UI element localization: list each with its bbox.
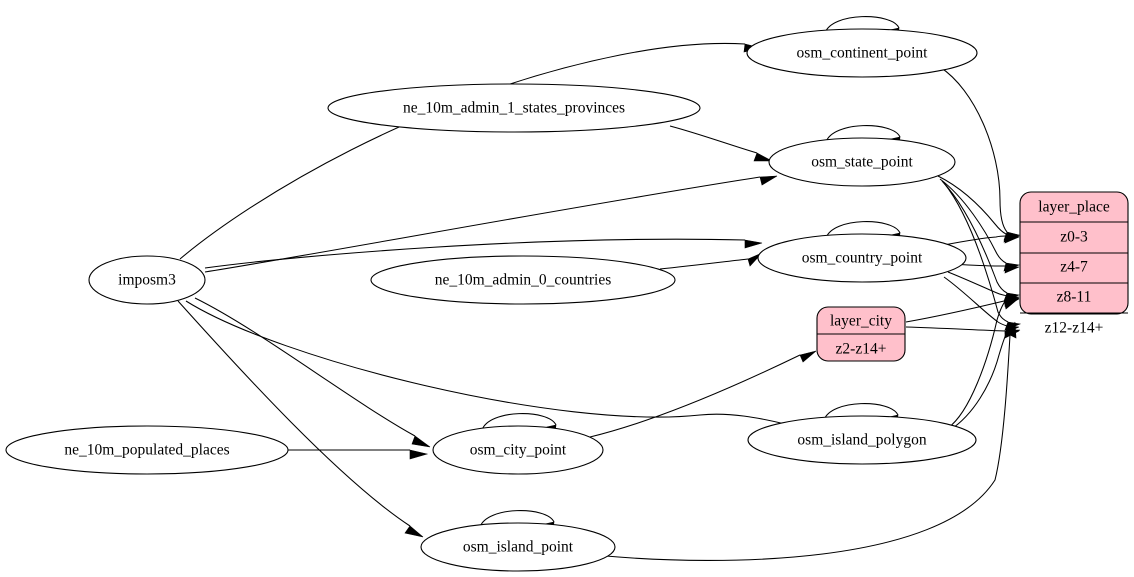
node-osm-continent-point[interactable]: osm_continent_point — [746, 28, 978, 78]
node-osm-island-polygon[interactable]: osm_island_polygon — [747, 415, 977, 465]
node-osm-island-point-label: osm_island_point — [463, 539, 574, 556]
node-ne-10m-populated-places[interactable]: ne_10m_populated_places — [5, 425, 289, 475]
edge-layer-city-to-layer-place-z8-11 — [905, 297, 1020, 323]
layer-place-row-z4-7[interactable]: z4-7 — [1060, 259, 1088, 276]
node-ne-populated-label: ne_10m_populated_places — [64, 442, 229, 459]
node-osm-country-point[interactable]: osm_country_point — [757, 233, 967, 283]
edge-osm-country-point-to-layer-place-z0-3 — [943, 235, 1020, 246]
node-ne-10m-admin-0-countries[interactable]: ne_10m_admin_0_countries — [370, 255, 676, 305]
edge-layer — [177, 16, 1022, 561]
node-osm-state-point-label: osm_state_point — [811, 154, 913, 171]
edge-imposm3-to-osm-island-polygon — [185, 300, 801, 433]
edge-ne-countries-to-osm-country-point — [659, 252, 763, 270]
node-imposm3-label: imposm3 — [118, 272, 176, 289]
node-osm-city-point[interactable]: osm_city_point — [432, 425, 604, 475]
layer-place-title: layer_place — [1038, 199, 1110, 216]
node-layer: imposm3 ne_10m_admin_1_states_provinces … — [5, 28, 978, 572]
edge-osm-country-point-to-layer-place-z8-11 — [947, 271, 1020, 304]
edge-imposm3-to-osm-country-point — [204, 238, 763, 269]
edge-imposm3-to-osm-city-point — [194, 297, 431, 448]
edge-osm-continent-point-to-layer-place-z0-3 — [939, 66, 1021, 241]
layer-place-row-z0-3[interactable]: z0-3 — [1060, 229, 1088, 246]
edge-osm-city-point-to-layer-city — [589, 350, 817, 438]
layer-place-row-z12-z14[interactable]: z12-z14+ — [1045, 320, 1104, 337]
edge-layer-city-to-layer-place-z12-z14 — [905, 326, 1020, 339]
node-ne-states-label: ne_10m_admin_1_states_provinces — [403, 100, 625, 117]
node-imposm3[interactable]: imposm3 — [88, 255, 206, 305]
node-osm-state-point[interactable]: osm_state_point — [768, 137, 956, 187]
edge-imposm3-to-osm-state-point — [204, 175, 778, 273]
layer-place-row-z8-11[interactable]: z8-11 — [1057, 289, 1092, 306]
record-node-layer-place[interactable]: layer_place z0-3 z4-7 z8-11 z12-z14+ — [1019, 191, 1129, 337]
node-osm-city-point-label: osm_city_point — [470, 442, 567, 459]
node-osm-continent-point-label: osm_continent_point — [797, 45, 929, 62]
edge-osm-country-point-to-layer-place-z4-7 — [949, 263, 1020, 274]
node-ne-countries-label: ne_10m_admin_0_countries — [435, 272, 612, 289]
node-osm-country-point-label: osm_country_point — [802, 250, 923, 267]
node-osm-island-polygon-label: osm_island_polygon — [797, 432, 926, 449]
layer-city-title: layer_city — [830, 313, 892, 330]
node-osm-island-point[interactable]: osm_island_point — [420, 522, 616, 572]
edge-imposm3-to-osm-island-point — [177, 300, 424, 538]
layer-city-row-z2-z14[interactable]: z2-z14+ — [836, 341, 887, 358]
edge-ne-populated-to-osm-city-point — [288, 449, 429, 460]
edge-ne-states-to-osm-state-point — [669, 125, 773, 162]
record-node-layer-city[interactable]: layer_city z2-z14+ — [816, 306, 906, 362]
edge-imposm3-to-osm-continent-point — [179, 42, 762, 260]
node-ne-10m-admin-1-states-provinces[interactable]: ne_10m_admin_1_states_provinces — [327, 83, 701, 133]
